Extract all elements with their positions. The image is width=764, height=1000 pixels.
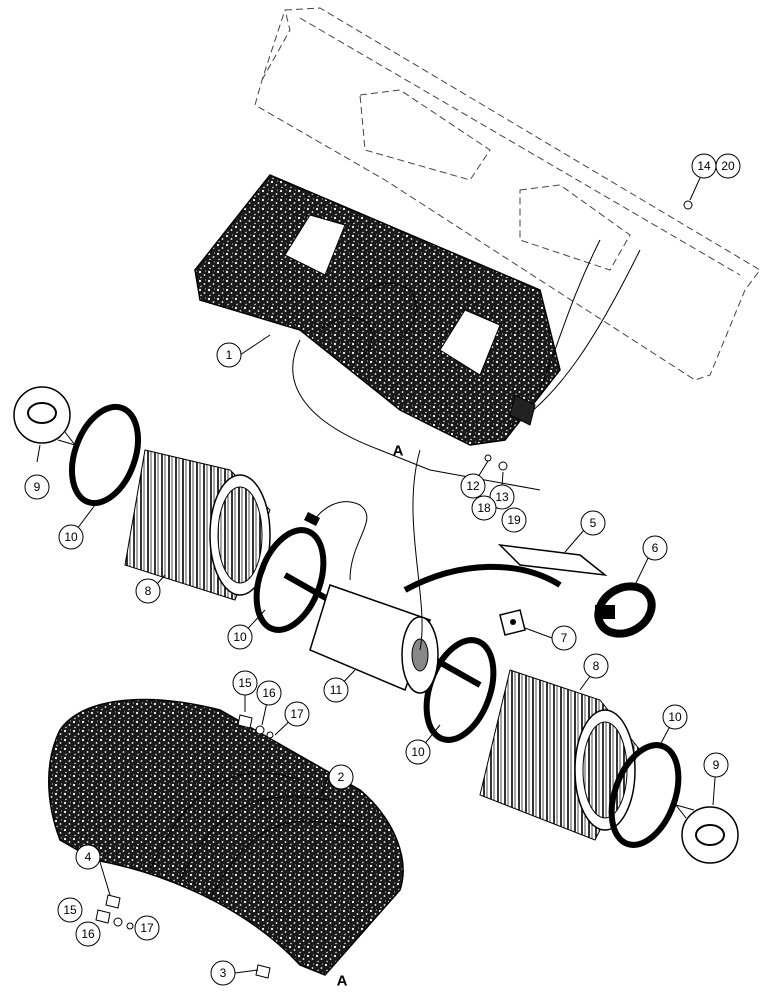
callout-c15a: 15	[232, 670, 258, 696]
reference-a-top: A	[393, 443, 404, 460]
svg-text:9: 9	[34, 480, 41, 494]
svg-text:10: 10	[668, 710, 682, 724]
svg-text:15: 15	[63, 903, 77, 917]
svg-text:17: 17	[290, 707, 304, 721]
svg-text:5: 5	[590, 516, 597, 530]
detail-bubble-clip	[13, 386, 739, 864]
clip	[499, 609, 526, 636]
callout-c1: 1	[216, 342, 242, 368]
callout-c20: 20	[715, 153, 741, 179]
svg-text:19: 19	[507, 513, 521, 527]
svg-text:6: 6	[652, 541, 659, 555]
callout-c10a: 10	[58, 524, 84, 550]
callout-c7: 7	[551, 625, 577, 651]
upper-housing-flange	[509, 394, 536, 426]
svg-text:10: 10	[233, 630, 247, 644]
svg-text:3: 3	[220, 966, 227, 980]
svg-text:8: 8	[593, 659, 600, 673]
callout-c17a: 17	[284, 701, 310, 727]
svg-text:8: 8	[145, 584, 152, 598]
svg-text:2: 2	[338, 770, 345, 784]
callout-c10b: 10	[227, 624, 253, 650]
svg-text:7: 7	[561, 631, 568, 645]
lower-housing	[48, 698, 404, 976]
svg-text:17: 17	[140, 921, 154, 935]
svg-text:16: 16	[262, 686, 276, 700]
callout-c4: 4	[75, 844, 101, 870]
gasket-strip	[497, 543, 608, 577]
callout-c10c: 10	[405, 739, 431, 765]
callout-c17b: 17	[134, 915, 160, 941]
svg-text:9: 9	[713, 758, 720, 772]
svg-text:4: 4	[85, 850, 92, 864]
svg-text:18: 18	[477, 501, 491, 515]
callout-c2: 2	[328, 764, 354, 790]
callout-c9b: 9	[703, 752, 729, 778]
callout-c18: 18	[471, 495, 497, 521]
upper-housing	[194, 174, 641, 446]
wire-harness	[292, 239, 601, 651]
blower-wheel-right	[479, 669, 641, 841]
hose-clamp	[594, 582, 656, 638]
svg-text:14: 14	[697, 159, 711, 173]
svg-text:1: 1	[226, 348, 233, 362]
callout-c15b: 15	[57, 897, 83, 923]
callout-c6: 6	[642, 535, 668, 561]
svg-text:13: 13	[495, 490, 509, 504]
callout-c8b: 8	[583, 653, 609, 679]
callout-c8a: 8	[135, 578, 161, 604]
callout-c16b: 16	[75, 921, 101, 947]
callout-c5: 5	[580, 510, 606, 536]
hardware-fasteners	[95, 200, 693, 979]
svg-text:20: 20	[721, 159, 735, 173]
callout-c11: 11	[323, 677, 349, 703]
callout-c16a: 16	[256, 680, 282, 706]
callout-c9a: 9	[24, 474, 50, 500]
callout-c13: 13	[489, 484, 515, 510]
callout-c3: 3	[210, 960, 236, 986]
svg-text:10: 10	[64, 530, 78, 544]
callout-c14: 14	[691, 153, 717, 179]
callout-c19: 19	[501, 507, 527, 533]
svg-text:11: 11	[330, 683, 343, 697]
svg-text:16: 16	[81, 927, 95, 941]
blower-motor	[283, 501, 482, 694]
blower-wheel-left	[124, 449, 271, 601]
svg-text:10: 10	[411, 745, 425, 759]
svg-text:15: 15	[238, 676, 252, 690]
reference-a-bottom: A	[337, 973, 348, 990]
phantom-panel	[254, 7, 761, 381]
svg-text:12: 12	[466, 479, 480, 493]
callout-c12: 12	[460, 473, 486, 499]
callout-c10d: 10	[662, 704, 688, 730]
